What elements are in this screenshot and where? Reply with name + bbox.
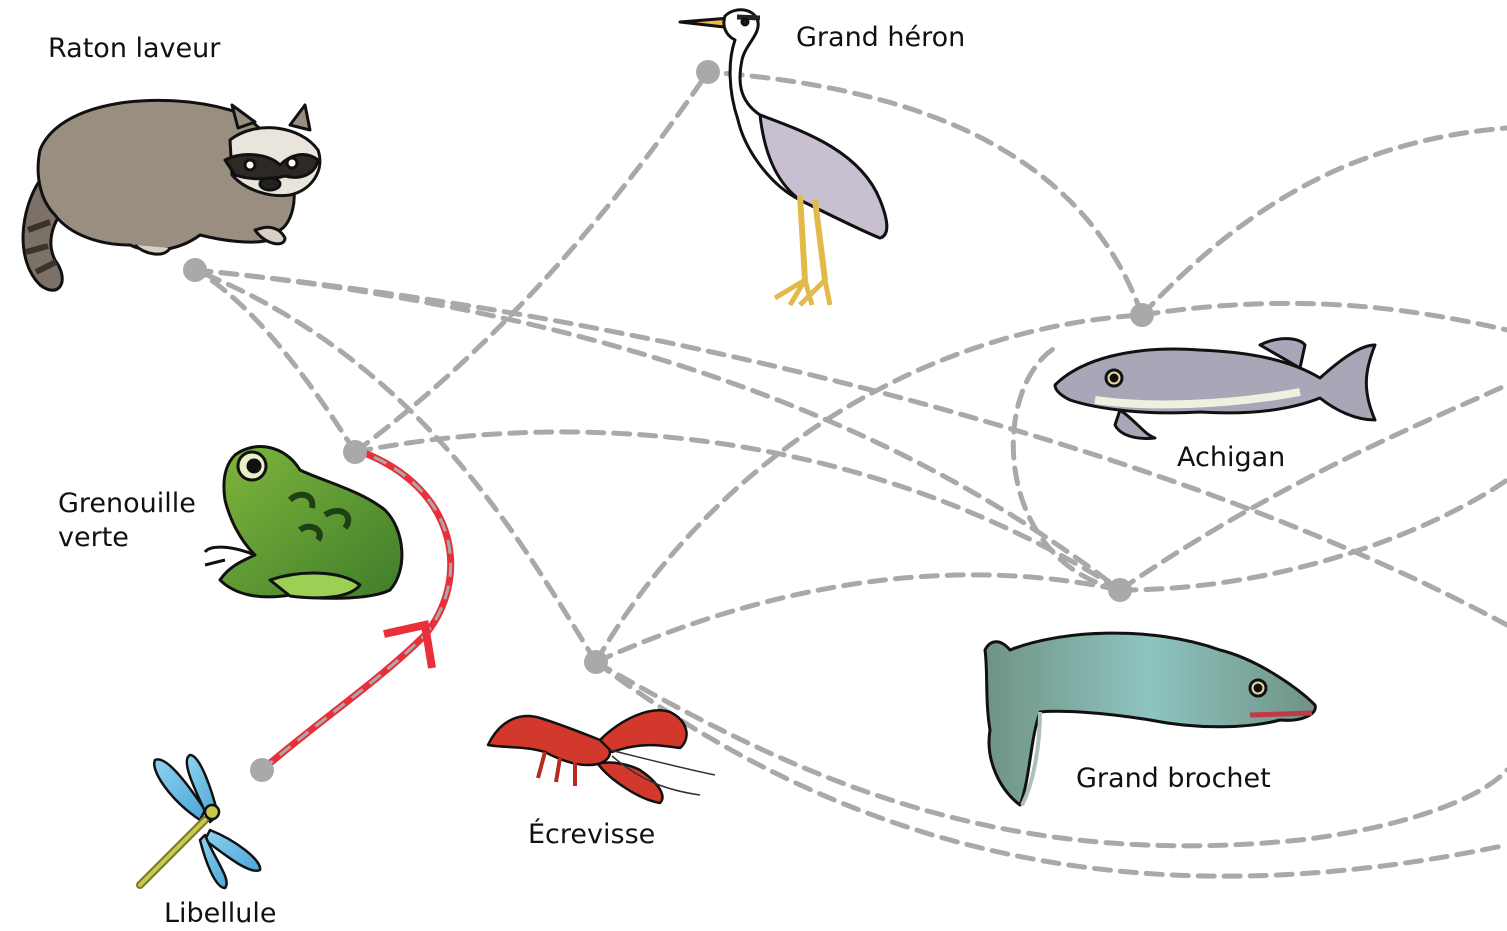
link-frog-heron xyxy=(355,72,708,452)
link-pike-offpage-2 xyxy=(1120,385,1507,590)
frog-icon xyxy=(205,447,402,599)
node-raccoon xyxy=(183,258,207,282)
label-heron: Grand héron xyxy=(796,21,965,55)
bass-fish-icon xyxy=(1055,339,1375,439)
crayfish-icon xyxy=(488,710,715,803)
label-pike: Grand brochet xyxy=(1076,762,1271,796)
link-frog-pike xyxy=(355,432,1120,590)
node-pike xyxy=(1108,578,1132,602)
raccoon-icon xyxy=(23,100,320,290)
dragonfly-icon xyxy=(140,755,260,888)
link-bass-offpage xyxy=(1142,128,1507,315)
node-dragonfly xyxy=(250,758,274,782)
node-bass xyxy=(1130,303,1154,327)
label-frog: Grenouille verte xyxy=(58,487,196,555)
link-frog-raccoon xyxy=(195,270,355,452)
node-crayfish xyxy=(584,650,608,674)
link-bass-offpage-2 xyxy=(1142,303,1507,330)
label-crayfish: Écrevisse xyxy=(528,818,655,852)
link-bass-heron xyxy=(708,72,1142,315)
node-frog xyxy=(343,440,367,464)
node-heron xyxy=(696,60,720,84)
label-raccoon: Raton laveur xyxy=(48,32,220,66)
label-bass: Achigan xyxy=(1177,441,1285,475)
